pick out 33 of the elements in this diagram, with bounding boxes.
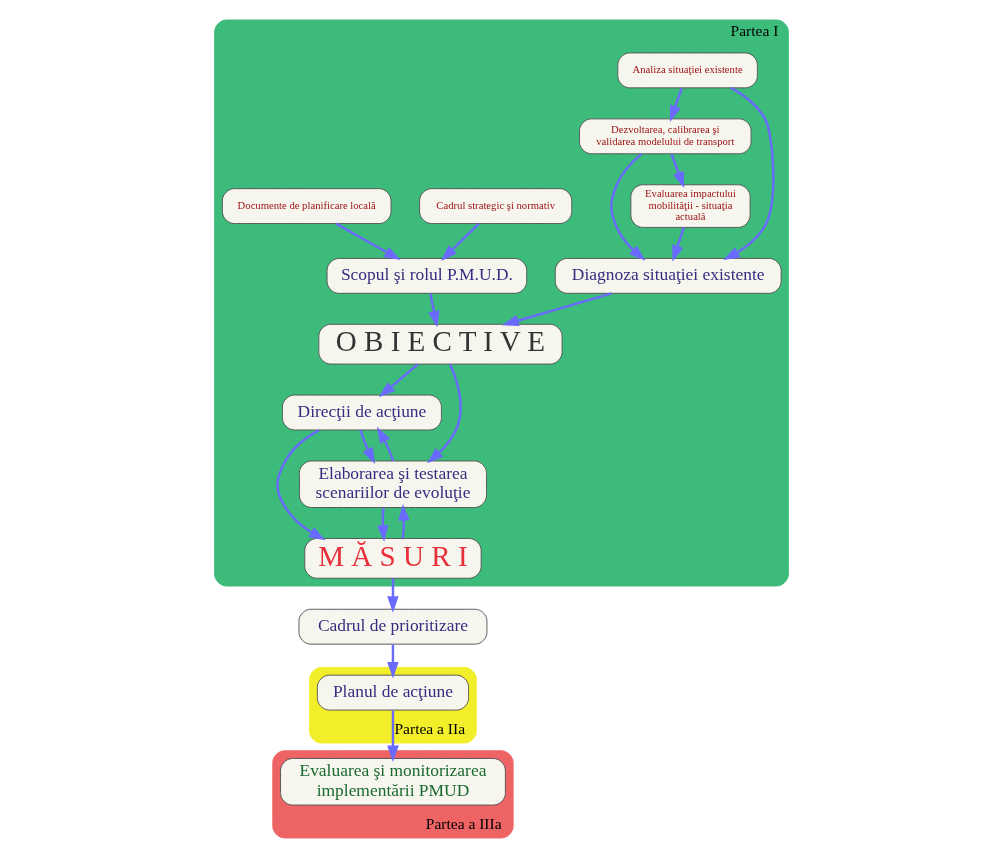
arrow [428,293,440,328]
node-box: Cadrul de prioritizare [298,608,488,645]
arrow [502,292,612,327]
node-box: Diagnoza situaţiei existente [554,257,782,294]
node-box: Dezvoltarea, calibrarea şi validarea modelului de transport [579,118,752,155]
arrow [723,86,775,261]
arrow [378,363,419,398]
node-box: Evaluarea şi monitorizarea implementării PMUD [280,758,506,806]
arrow [610,153,646,261]
arrow [387,710,399,763]
arrow [387,578,399,613]
node-box: Elaborarea şi testarea scenariilor de evoluţie [298,460,487,508]
node-box: M Ă S U R I [304,538,482,579]
arrow [398,504,410,539]
node-box: O B I E C T I V E [318,323,563,365]
arrow [441,222,480,261]
node-box: Direcţii de acţiune [282,394,442,431]
arrow [387,644,399,679]
arrow [427,363,462,464]
node-box: Planul de acţiune [316,674,470,711]
arrow [672,227,685,262]
node-box: Evaluarea impactului mobilităţii - situaţia actuală [630,184,751,228]
node-box: Scopul şi rolul P.M.U.D. [326,257,528,294]
arrow [359,429,375,465]
arrow [669,87,683,122]
node-box: Analiza situaţiei existente [617,52,758,89]
arrow [276,429,326,541]
arrow [670,153,685,189]
arrow [335,222,401,261]
node-box: Cadrul strategic şi normativ [419,188,573,225]
arrow [377,507,389,542]
arrow [376,426,395,462]
node-box: Documente de planificare locală [221,188,392,225]
